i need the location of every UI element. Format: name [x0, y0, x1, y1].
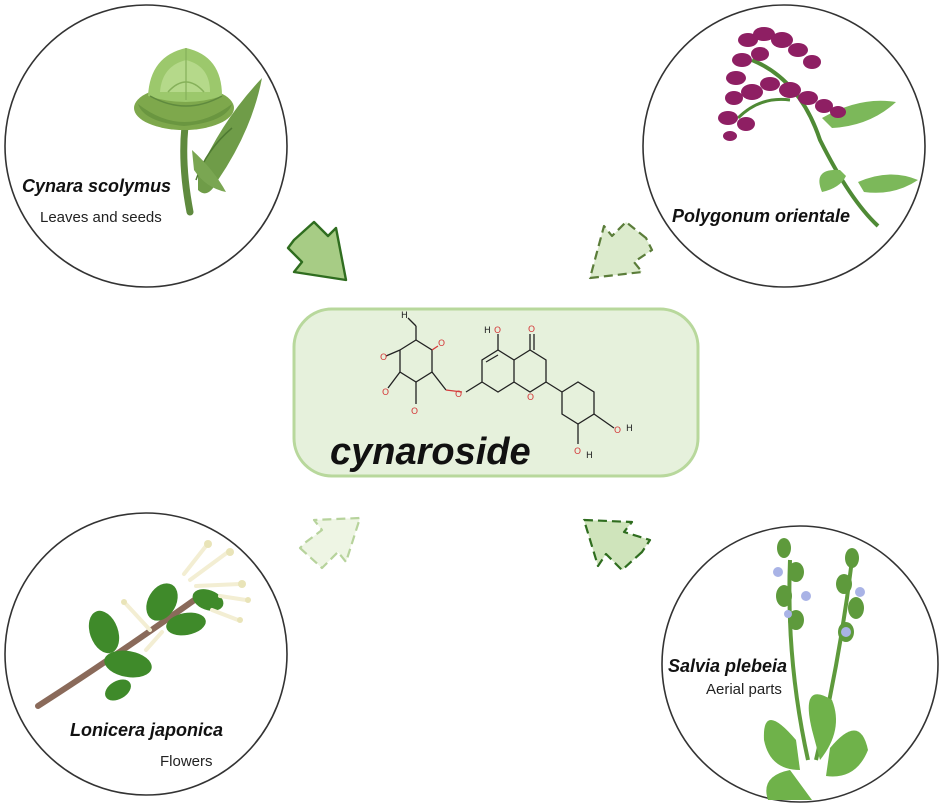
atom-o-ring: O	[438, 339, 445, 349]
polygonum-name: Polygonum orientale	[672, 206, 850, 226]
atom-o-4p: O	[614, 426, 621, 436]
arrow-cynara-to-compound	[286, 220, 348, 282]
arrow-salvia-to-compound	[582, 518, 652, 572]
atom-o-1: O	[380, 353, 387, 363]
honeysuckle-illustration	[35, 540, 251, 709]
compound-box-frame	[292, 307, 700, 478]
arrow-polygonum-to-compound	[588, 220, 654, 280]
atom-o-3: O	[411, 407, 418, 417]
atom-h-1: H	[401, 311, 408, 321]
cynaroside-atoms: H O O O O O H O O O O H O H	[380, 311, 633, 461]
lonicera-part: Flowers	[160, 753, 213, 770]
salvia-illustration	[763, 538, 868, 800]
compound-box: H O O O O O H O O O O H O H cynaroside	[292, 307, 700, 478]
salvia-plebeia-panel: Salvia plebeia Aerial parts	[661, 525, 939, 803]
lonicera-circle	[4, 512, 288, 796]
atom-h-4p: H	[626, 424, 633, 434]
polygonum-circle	[642, 4, 926, 288]
atom-h-5: H	[484, 326, 491, 336]
atom-o-glycosidic: O	[455, 390, 462, 400]
salvia-circle	[661, 525, 939, 803]
arrow-lonicera-to-compound	[298, 516, 362, 570]
polygonum-illustration	[718, 27, 918, 228]
cynara-name: Cynara scolymus	[22, 176, 171, 196]
lonicera-japonica-panel: Lonicera japonica Flowers	[4, 512, 288, 796]
salvia-name: Salvia plebeia	[668, 656, 787, 676]
lonicera-name: Lonicera japonica	[70, 720, 223, 740]
cynara-circle	[4, 4, 288, 288]
atom-o-pyran: O	[527, 393, 534, 403]
cynara-part: Leaves and seeds	[40, 209, 162, 226]
atom-h-3p: H	[586, 451, 593, 461]
cynara-scolymus-panel: Cynara scolymus Leaves and seeds	[4, 4, 288, 288]
cynaroside-structure	[385, 317, 615, 444]
atom-o-2: O	[382, 388, 389, 398]
polygonum-orientale-panel: Polygonum orientale	[642, 4, 926, 288]
atom-o-3p: O	[574, 447, 581, 457]
artichoke-illustration	[134, 48, 262, 216]
salvia-part: Aerial parts	[706, 681, 782, 698]
atom-o-carbonyl: O	[528, 325, 535, 335]
atom-o-5: O	[494, 326, 501, 336]
compound-name: cynaroside	[330, 431, 531, 473]
